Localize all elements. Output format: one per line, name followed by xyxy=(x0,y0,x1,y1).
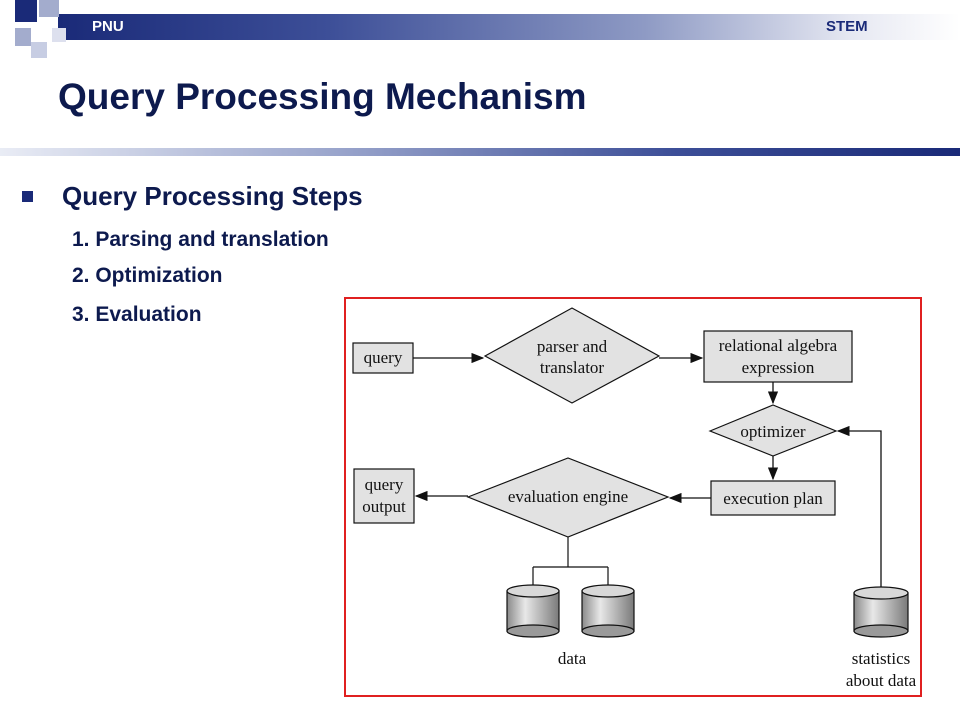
slide-title: Query Processing Mechanism xyxy=(58,76,587,117)
evaluation-engine-label: evaluation engine xyxy=(508,487,628,506)
execution-plan-box xyxy=(710,480,836,516)
statistics-label-line2: about data xyxy=(846,671,917,690)
query-output-box xyxy=(353,468,415,524)
query-box xyxy=(352,342,414,374)
statistics-cylinder-icon xyxy=(853,586,909,638)
evaluation-engine-diamond xyxy=(466,457,670,538)
parser-translator-diamond xyxy=(483,307,661,404)
relational-label-line2: expression xyxy=(742,358,815,377)
corner-square xyxy=(39,0,59,17)
header-left-label: PNU xyxy=(92,18,124,35)
step-item: 2. Optimization xyxy=(72,264,223,287)
arrow-statistics-to-optimizer xyxy=(836,425,882,587)
statistics-label-line1: statistics xyxy=(852,649,911,668)
data-label: data xyxy=(558,649,587,668)
query-label: query xyxy=(364,348,403,367)
optimizer-label: optimizer xyxy=(740,422,805,441)
bullet-square-icon xyxy=(22,191,33,202)
header-right-label: STEM xyxy=(826,18,868,35)
output-label-line1: query xyxy=(365,475,404,494)
corner-square xyxy=(31,42,47,58)
relational-label-line1: relational algebra xyxy=(719,336,838,355)
optimizer-diamond xyxy=(708,404,838,457)
query-processing-diagram: query parser and translator relational a… xyxy=(344,297,922,697)
parser-label-line2: translator xyxy=(540,358,605,377)
step-item: 3. Evaluation xyxy=(72,303,202,326)
output-label-line2: output xyxy=(362,497,406,516)
execution-plan-label: execution plan xyxy=(723,489,823,508)
database-cylinder-icon xyxy=(506,584,560,638)
corner-square xyxy=(15,28,31,46)
title-divider xyxy=(0,148,960,156)
corner-square xyxy=(15,0,37,22)
parser-label-line1: parser and xyxy=(537,337,608,356)
corner-square xyxy=(52,28,66,42)
relational-algebra-box xyxy=(703,330,853,383)
database-cylinder-icon xyxy=(581,584,635,638)
step-item: 1. Parsing and translation xyxy=(72,228,329,251)
section-heading: Query Processing Steps xyxy=(62,181,363,211)
header-band xyxy=(58,14,960,40)
